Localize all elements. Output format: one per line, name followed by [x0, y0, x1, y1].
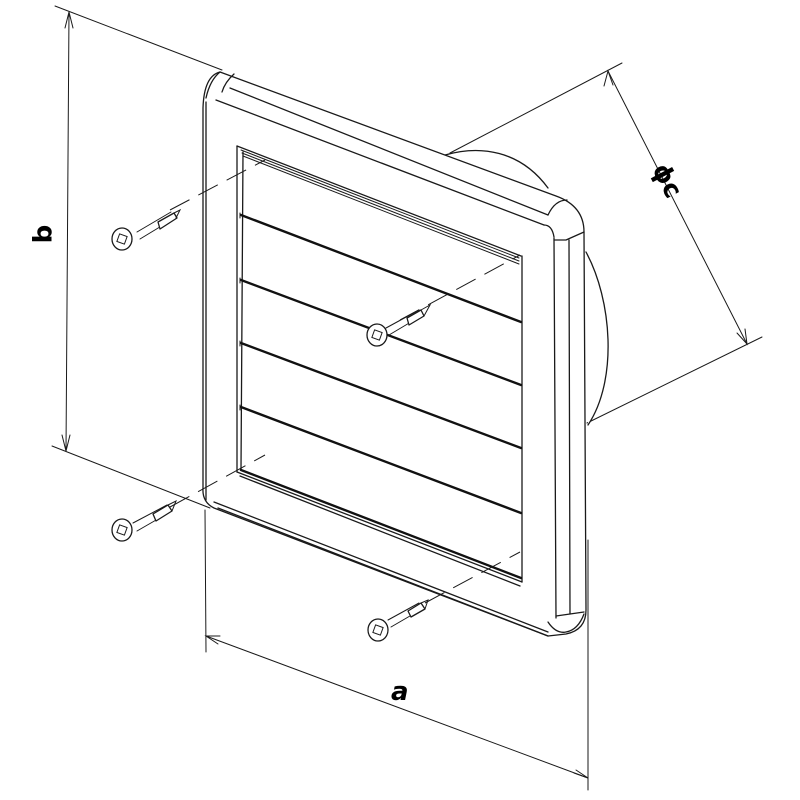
screw-bottom-right: [367, 551, 521, 642]
duct-spigot: [444, 149, 609, 426]
grille-opening: [236, 145, 523, 587]
dimension-label-a: a: [391, 677, 409, 707]
screw-bottom-left: [111, 454, 266, 542]
dimension-a: [204, 509, 589, 791]
grille-frame: [202, 71, 587, 637]
dimension-label-b: b: [28, 224, 59, 244]
screw-top-left: [111, 159, 266, 251]
screw-center: [366, 254, 521, 347]
dimension-b: [51, 5, 223, 509]
dimension-c: [449, 62, 763, 424]
